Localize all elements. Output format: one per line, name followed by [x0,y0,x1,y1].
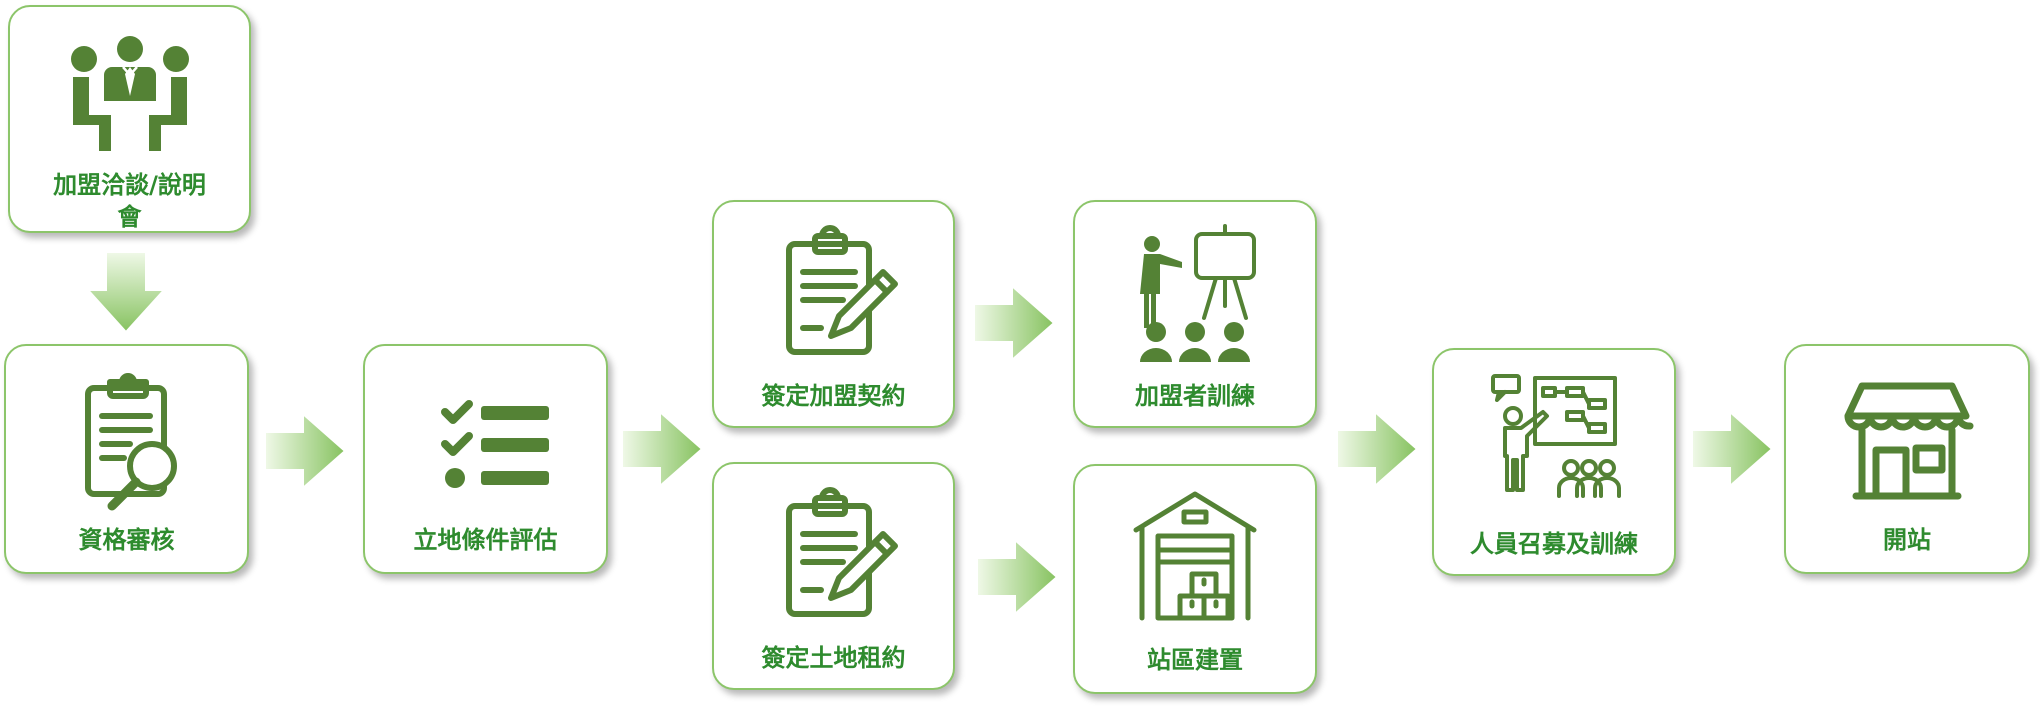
step-label: 加盟洽談/說明 會 [53,171,206,231]
business-meeting-icon [55,21,205,171]
arrow-right [975,536,1059,618]
step-label: 人員召募及訓練 [1470,530,1638,558]
arrow-right [1335,408,1419,490]
step-staff-recruit: 人員召募及訓練 [1432,348,1676,576]
step-label: 資格審核 [78,526,175,554]
step-franchisee-training: 加盟者訓練 [1073,200,1317,428]
clipboard-pen-icon [759,222,909,372]
presentation-audience-icon [1120,222,1270,372]
step-label: 開站 [1883,526,1931,554]
step-label: 簽定土地租約 [761,644,906,672]
step-label: 簽定加盟契約 [761,382,906,410]
step-evaluate: 立地條件評估 [363,344,608,574]
arrow-down [84,250,168,334]
storefront-icon [1832,366,1982,516]
step-franchise-contract: 簽定加盟契約 [712,200,955,428]
arrow-right [972,282,1056,364]
step-review: 資格審核 [4,344,249,574]
step-site-construction: 站區建置 [1073,464,1317,694]
step-open: 開站 [1784,344,2030,574]
clipboard-pen-icon [759,484,909,634]
step-label: 加盟者訓練 [1135,382,1255,410]
warehouse-icon [1120,486,1270,636]
teacher-board-icon [1479,370,1629,520]
arrow-right [263,410,347,492]
step-land-lease: 簽定土地租約 [712,462,955,690]
arrow-right [620,408,704,490]
step-consult: 加盟洽談/說明 會 [8,5,251,233]
step-label: 站區建置 [1147,646,1243,674]
clipboard-search-icon [52,366,202,516]
step-label: 立地條件評估 [413,526,558,554]
checklist-icon [411,366,561,516]
arrow-right [1690,408,1774,490]
